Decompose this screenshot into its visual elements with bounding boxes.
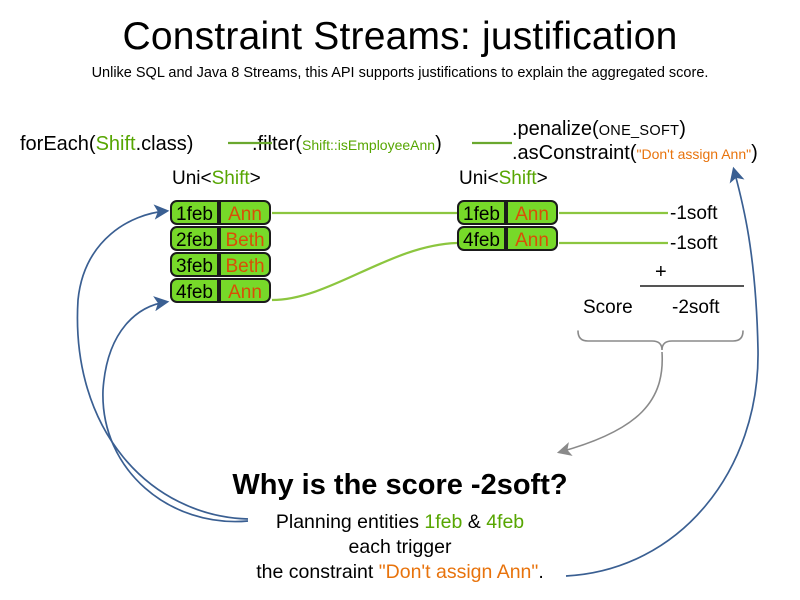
code-asconstraint-prefix: .asConstraint(: [512, 142, 637, 164]
code-foreach-type: Shift: [95, 133, 136, 155]
explanation-line-2: each trigger: [348, 536, 452, 558]
uni-left-prefix: Uni<: [172, 168, 212, 189]
code-penalize-suffix: ): [679, 118, 686, 140]
sum-rule: [640, 285, 744, 287]
code-asconstraint-suffix: ): [751, 142, 758, 164]
code-penalize-prefix: .penalize(: [512, 118, 599, 140]
tuple-date: 2feb: [170, 226, 219, 251]
explanation-constraint-name: "Don't assign Ann": [378, 561, 539, 583]
uni-left-suffix: >: [249, 168, 261, 189]
uni-right-suffix: >: [536, 168, 548, 189]
explanation-line1-prefix: Planning entities: [275, 511, 425, 533]
explanation-line3-suffix: .: [538, 561, 544, 583]
score-total: -2soft: [672, 297, 720, 318]
stream-connector-4feb: [271, 241, 458, 302]
tuple-row[interactable]: 1feb Ann: [457, 200, 558, 225]
tuple-stack-right: 1feb Ann 4feb Ann: [457, 200, 558, 252]
arrow-score-to-question: [556, 351, 664, 456]
score-brace: [577, 330, 744, 351]
uni-right-prefix: Uni<: [459, 168, 499, 189]
explanation-entity-b: 4feb: [486, 511, 525, 533]
tuple-name: Ann: [219, 200, 271, 225]
page-title: Constraint Streams: justification: [122, 15, 678, 58]
code-filter-prefix: .filter(: [252, 133, 302, 155]
page-subtitle: Unlike SQL and Java 8 Streams, this API …: [91, 65, 709, 81]
explanation-line1-amp: &: [462, 511, 487, 533]
uni-label-left: Uni<Shift>: [172, 168, 261, 190]
tuple-row[interactable]: 4feb Ann: [170, 278, 271, 303]
code-foreach-prefix: forEach(: [20, 133, 96, 155]
tuple-name: Ann: [506, 226, 558, 251]
tuple-stack-left: 1feb Ann 2feb Beth 3feb Beth 4feb Ann: [170, 200, 271, 304]
code-filter-suffix: ): [435, 133, 442, 155]
uni-right-type: Shift: [498, 168, 537, 189]
explanation-line-1: Planning entities 1feb & 4feb: [0, 510, 800, 534]
sum-operator: +: [655, 261, 667, 283]
tuple-row[interactable]: 1feb Ann: [170, 200, 271, 225]
uni-label-right: Uni<Shift>: [459, 168, 548, 190]
tuple-row[interactable]: 4feb Ann: [457, 226, 558, 251]
tuple-row[interactable]: 3feb Beth: [170, 252, 271, 277]
explanation-line3-prefix: the constraint: [256, 561, 379, 583]
tuple-name: Beth: [219, 226, 271, 251]
score-label: Score: [583, 297, 633, 318]
code-asconstraint-arg: "Don't assign Ann": [636, 146, 752, 162]
code-foreach-suffix: .class): [135, 133, 194, 155]
tuple-date: 1feb: [170, 200, 219, 225]
tuple-date: 1feb: [457, 200, 506, 225]
explanation-line-3: the constraint "Don't assign Ann".: [0, 560, 800, 584]
tuple-name: Ann: [219, 278, 271, 303]
code-asconstraint: .asConstraint("Don't assign Ann"): [512, 141, 758, 166]
code-foreach: forEach(Shift.class): [20, 132, 193, 156]
impact-label-2: -1soft: [670, 233, 718, 254]
tuple-date: 4feb: [457, 226, 506, 251]
tuple-name: Beth: [219, 252, 271, 277]
code-filter: .filter(Shift::isEmployeeAnn): [252, 132, 442, 157]
impact-label-1: -1soft: [670, 203, 718, 224]
uni-left-type: Shift: [211, 168, 250, 189]
code-penalize-arg: ONE_SOFT: [598, 123, 680, 139]
tuple-date: 4feb: [170, 278, 219, 303]
explanation-entity-a: 1feb: [424, 511, 463, 533]
tuple-date: 3feb: [170, 252, 219, 277]
tuple-row[interactable]: 2feb Beth: [170, 226, 271, 251]
tuple-name: Ann: [506, 200, 558, 225]
code-filter-methodref: Shift::isEmployeeAnn: [302, 137, 436, 153]
explanation-question: Why is the score -2soft?: [232, 469, 568, 501]
code-penalize: .penalize(ONE_SOFT): [512, 117, 686, 143]
